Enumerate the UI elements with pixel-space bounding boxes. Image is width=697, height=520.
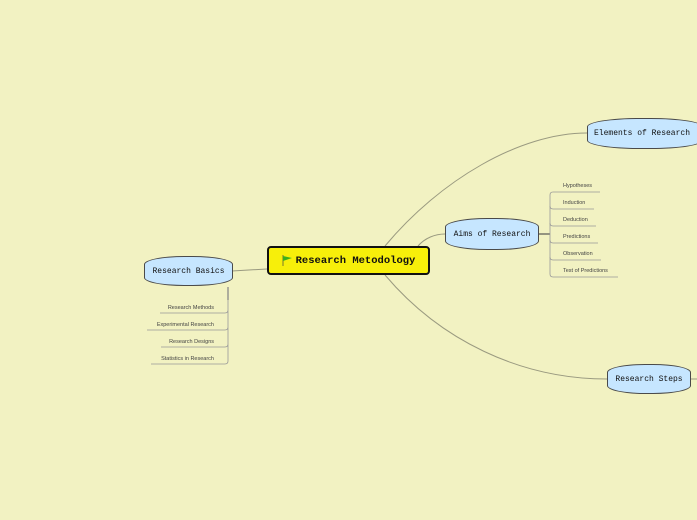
topic-label: Research Steps bbox=[615, 374, 683, 384]
subtopic[interactable]: Deduction bbox=[563, 217, 588, 223]
subtopic[interactable]: Research Designs bbox=[169, 339, 214, 345]
subtopic[interactable]: Research Methods bbox=[167, 305, 214, 311]
flag-icon bbox=[282, 255, 292, 266]
subtopic[interactable]: Experimental Research bbox=[156, 322, 214, 328]
bracket-basics bbox=[147, 287, 229, 365]
bracket-aims-underlines bbox=[549, 191, 618, 278]
topic-research-basics[interactable]: Research Basics bbox=[144, 256, 233, 286]
topic-label: Research Basics bbox=[152, 266, 225, 276]
topic-label: Elements of Research bbox=[593, 129, 690, 138]
topic-elements-of-research[interactable]: Elements of Research bbox=[587, 118, 697, 149]
connector-basics bbox=[231, 268, 268, 272]
topic-label: Aims of Research bbox=[453, 229, 531, 239]
central-topic[interactable]: Research Metodology bbox=[267, 246, 430, 275]
subtopic[interactable]: Statistics in Research bbox=[161, 356, 214, 362]
bracket-aims bbox=[549, 191, 554, 278]
topic-research-steps[interactable]: Research Steps bbox=[607, 364, 691, 394]
subtopic[interactable]: Induction bbox=[563, 200, 586, 206]
topic-aims-of-research[interactable]: Aims of Research bbox=[445, 218, 539, 250]
connector-steps bbox=[384, 274, 608, 380]
connector-aims bbox=[417, 233, 446, 247]
central-topic-label: Research Metodology bbox=[295, 254, 416, 267]
connector-elements bbox=[384, 132, 588, 247]
subtopic[interactable]: Predictions bbox=[563, 234, 591, 240]
subtopic[interactable]: Observation bbox=[563, 251, 593, 257]
subtopic[interactable]: Hypotheses bbox=[563, 183, 593, 189]
subtopic[interactable]: Test of Predictions bbox=[563, 268, 608, 274]
